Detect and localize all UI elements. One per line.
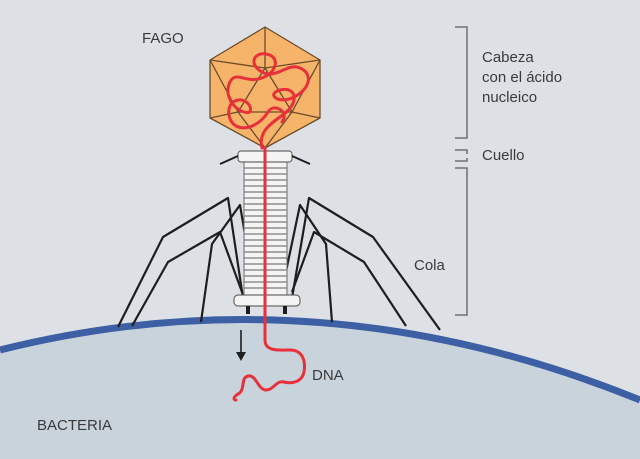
head-label-line2: con el ácido (482, 69, 563, 86)
tail-pins (246, 306, 287, 314)
collar-whiskers (219, 155, 311, 165)
tail-label: Cola (414, 257, 445, 274)
tail-fibers (117, 196, 441, 331)
injection-arrow (236, 330, 246, 361)
dna-in-capsid (226, 52, 310, 150)
neck-label: Cuello (482, 147, 525, 164)
base-plate (233, 294, 301, 307)
head-label: Cabeza con el ácido nucleico (482, 48, 562, 108)
phage-label: FAGO (142, 30, 184, 47)
bacteria-cell (0, 319, 640, 459)
head-label-line3: nucleico (482, 89, 538, 106)
label-bracket (455, 26, 468, 316)
dna-label: DNA (312, 367, 344, 384)
head-label-line1: Cabeza (482, 49, 534, 66)
bacteria-membrane (0, 316, 640, 404)
dna-strand (232, 146, 306, 402)
bacteria-label: BACTERIA (37, 417, 113, 434)
